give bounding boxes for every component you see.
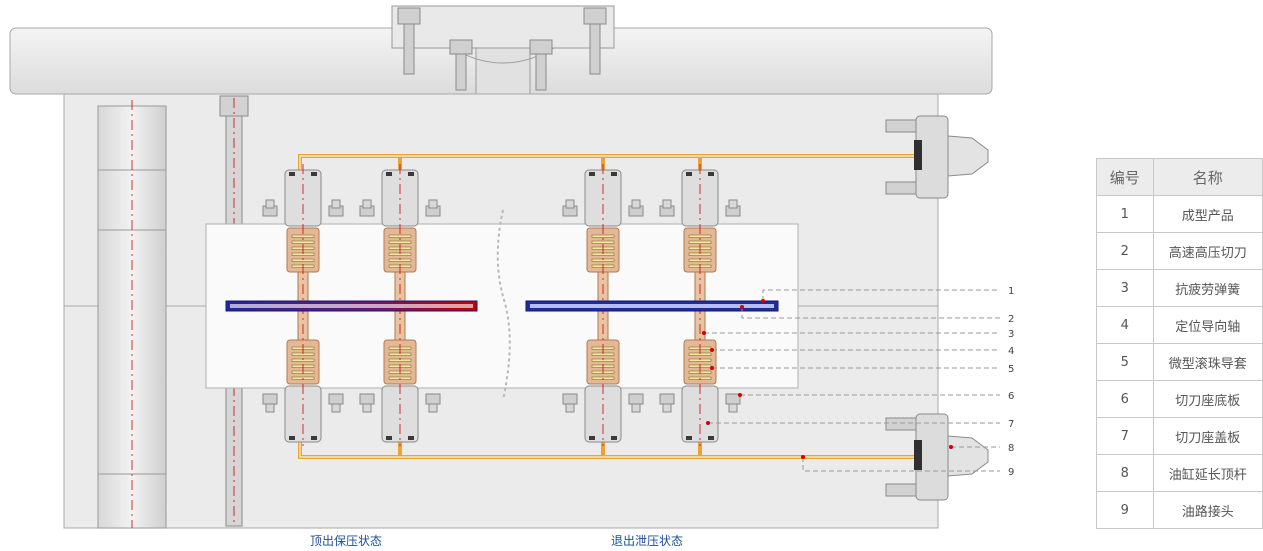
legend-number: 1 <box>1096 195 1154 233</box>
legend-header-name: 名称 <box>1152 158 1263 196</box>
legend-header-number: 编号 <box>1096 158 1154 196</box>
cutter-assembly-3 <box>562 164 644 446</box>
callout-lines <box>704 289 1000 472</box>
legend-name: 切刀座盖板 <box>1152 417 1263 455</box>
callout-3: 3 <box>1008 329 1014 340</box>
callout-4: 4 <box>1008 346 1014 357</box>
mold-cutter-diagram: 1 2 3 4 5 6 7 8 9 <box>9 5 1014 529</box>
callout-6: 6 <box>1008 391 1014 402</box>
cutter-assembly-2 <box>359 164 441 446</box>
legend-number: 5 <box>1096 343 1154 381</box>
callout-9: 9 <box>1008 467 1014 478</box>
legend-number: 2 <box>1096 232 1154 270</box>
cutter-bar-left-inner <box>230 304 473 308</box>
callout-8: 8 <box>1008 443 1014 454</box>
callout-2: 2 <box>1008 314 1014 325</box>
legend-name: 微型滚珠导套 <box>1152 343 1263 381</box>
cutter-assembly-4 <box>659 164 741 446</box>
legend-number: 9 <box>1096 491 1154 529</box>
left-state-caption: 顶出保压状态 <box>310 534 383 548</box>
oil-fitting-upper <box>885 115 989 199</box>
callout-dots <box>702 299 953 459</box>
legend-name: 切刀座底板 <box>1152 380 1263 418</box>
legend-name: 定位导向轴 <box>1152 306 1263 344</box>
callout-7: 7 <box>1008 419 1014 430</box>
legend-number: 6 <box>1096 380 1154 418</box>
break-line <box>496 209 511 401</box>
legend-name: 高速高压切刀 <box>1152 232 1263 270</box>
callout-numbers: 1 2 3 4 5 6 7 8 9 <box>1008 286 1014 478</box>
oil-fitting-lower <box>885 413 989 501</box>
callout-1: 1 <box>1008 286 1014 297</box>
legend-number: 3 <box>1096 269 1154 307</box>
legend-name: 成型产品 <box>1152 195 1263 233</box>
legend-name: 油缸延长顶杆 <box>1152 454 1263 492</box>
callout-5: 5 <box>1008 364 1014 375</box>
legend-number: 7 <box>1096 417 1154 455</box>
top-clamp <box>391 5 615 49</box>
legend-number: 8 <box>1096 454 1154 492</box>
guide-pillar <box>97 105 167 529</box>
legend-name: 油路接头 <box>1152 491 1263 529</box>
legend-name: 抗疲劳弹簧 <box>1152 269 1263 307</box>
right-state-caption: 退出泄压状态 <box>611 534 684 548</box>
top-bolts <box>397 7 607 91</box>
legend-number: 4 <box>1096 306 1154 344</box>
